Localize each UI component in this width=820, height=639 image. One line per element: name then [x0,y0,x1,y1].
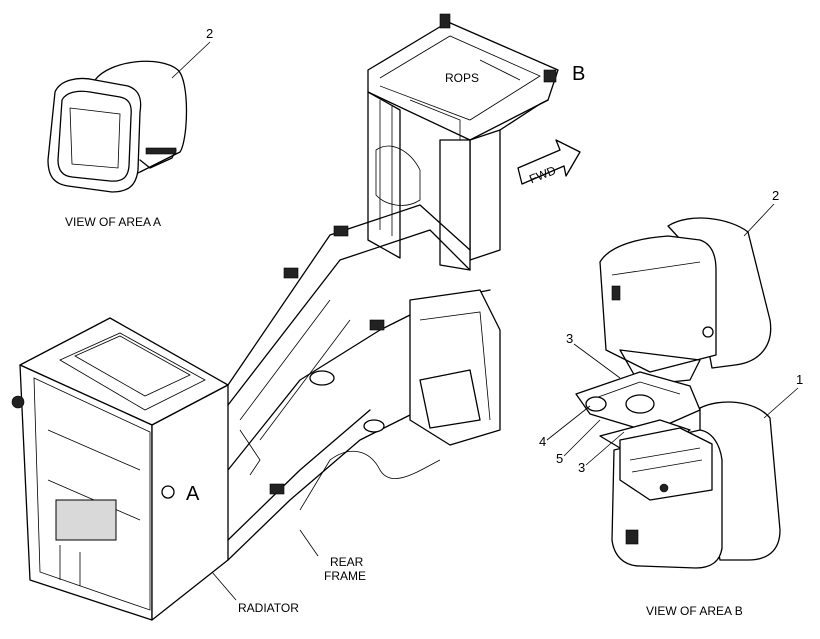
leader-line-rear-frame [299,529,319,557]
rops-structure [367,13,559,271]
caption-view-area-b: VIEW OF AREA B [646,604,743,618]
label-rops: ROPS [445,71,479,85]
forward-arrow [517,139,581,185]
area-b-lower-lamp [611,401,781,569]
label-rear-frame-line1: REAR [330,555,364,569]
part-number-area-a-lamp: 2 [206,26,213,41]
leader-line-bolt [546,405,591,441]
callout-b: B [572,63,585,85]
part-number-bolt: 4 [539,434,546,449]
leader-line-bracket-lower [585,431,625,466]
part-number-bracket-upper: 3 [566,331,573,346]
area-a-lamp [47,60,188,193]
leader-line-bracket-upper [573,343,621,379]
leader-line-area-a-lamp [171,41,211,79]
leader-line-nut [563,419,601,457]
part-number-bracket-lower: 3 [578,460,585,475]
caption-view-area-a: VIEW OF AREA A [65,215,161,229]
leader-line-area-b-lower-lamp [763,387,799,419]
label-radiator: RADIATOR [238,601,299,615]
rear-frame [11,204,501,621]
part-number-nut: 5 [556,451,563,466]
leader-line-radiator [211,571,237,601]
part-number-area-b-lower-lamp: 1 [796,372,803,387]
label-rear-frame-line2: FRAME [324,569,366,583]
leader-line-area-b-upper-lamp [743,203,775,237]
area-b-upper-lamp [599,217,772,386]
part-number-area-b-upper-lamp: 2 [772,188,779,203]
callout-a: A [186,483,200,505]
